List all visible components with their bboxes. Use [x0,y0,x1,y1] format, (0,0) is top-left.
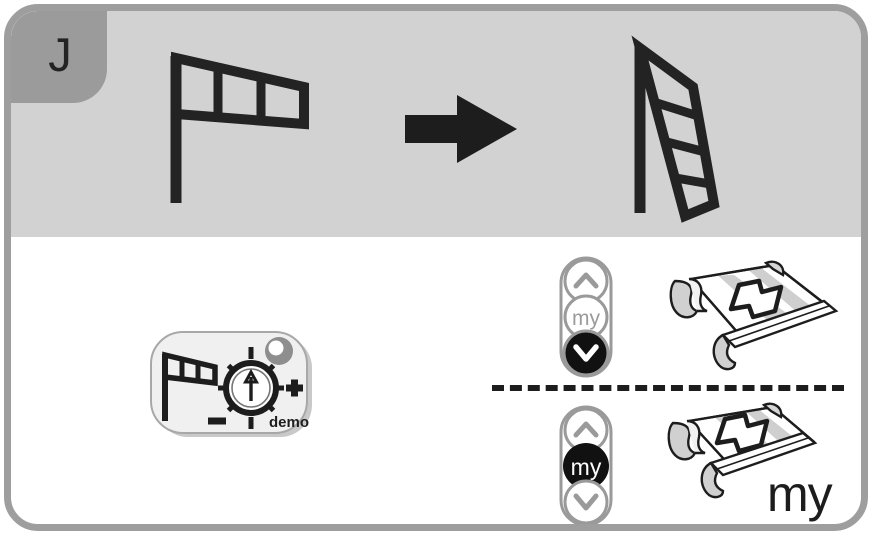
right-arrow-icon [403,93,519,165]
step-letter: J [48,27,72,81]
dashed-divider [492,385,844,391]
chevron-up-icon [563,258,609,304]
chevron-down-icon [562,329,610,377]
awning-my-position [663,402,848,521]
down-arrow-icon [714,412,770,454]
svg-text:my: my [572,307,600,330]
instruction-frame: demo my [4,4,868,531]
my-button: my [563,443,609,489]
step-badge: J [11,11,107,103]
status-led [265,337,293,365]
top-illustration-band [11,11,861,237]
windsock-full-wind-icon [163,51,313,211]
my-position-caption: my [767,466,833,522]
demo-label: demo [269,414,309,431]
chevron-down-icon [563,479,609,524]
wind-sensor-device[interactable]: demo [148,329,316,441]
sensitivity-knob [218,347,284,429]
situo-remote-down[interactable]: my [545,254,627,380]
down-arrow-icon [728,278,784,320]
my-button: my [563,294,609,340]
plus-label [286,379,303,397]
windsock-icon [162,351,218,421]
situo-remote-my[interactable]: my [545,403,627,524]
awning-fully-extended [663,259,848,377]
windsock-no-wind-icon [611,35,741,223]
svg-text:my: my [571,454,602,480]
